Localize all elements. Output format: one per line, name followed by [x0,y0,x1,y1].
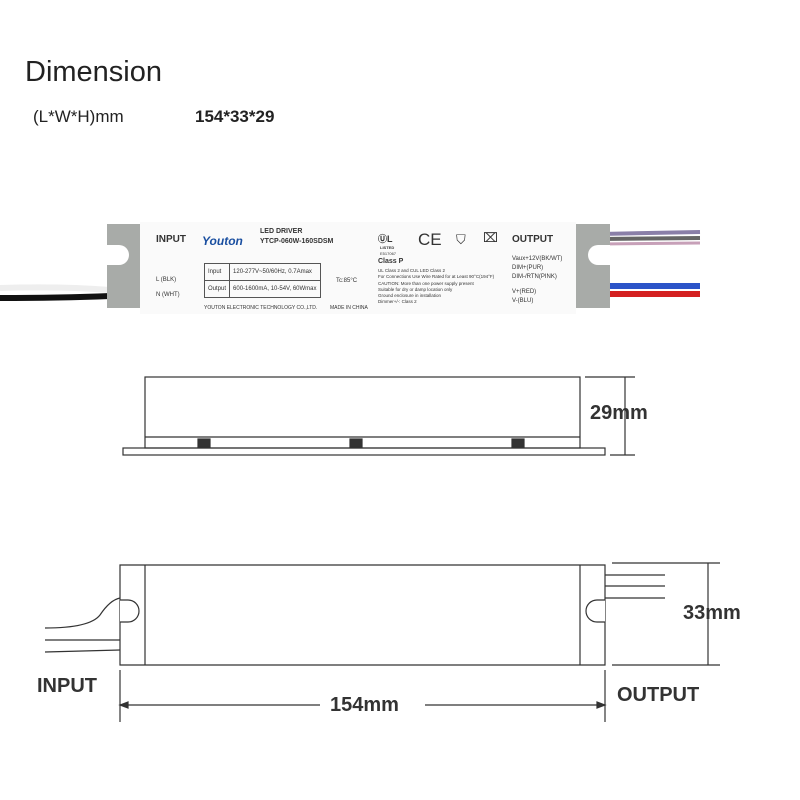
height-dimension-label: 29mm [590,402,648,424]
output-wires: Vaux+12V(BK/WT) DIM+(PUR) DIM-/RTN(PINK)… [512,255,562,306]
note: CAUTION: More than one power supply pres… [378,280,474,286]
output-side-label: OUTPUT [617,684,700,706]
top-view [44,562,720,722]
label-notes: UL Class 2 and CUL LED Class 2 For Conne… [378,268,494,306]
output-wire: V-(BLU) [512,298,534,304]
dimension-label: (L*W*H)mm [33,107,124,126]
output-wire: DIM+(PUR) [512,265,544,271]
label-output-title: OUTPUT [512,234,554,245]
cert-listed: LISTED [380,245,395,250]
cert-number: E517067 [380,251,397,256]
note: Suitable for dry or damp location only [378,286,453,292]
class-rating: Class P [378,258,404,265]
output-wire: DIM-/RTN(PINK) [512,274,557,280]
origin: MADE IN CHINA [330,305,368,311]
note: Ground enclosure in installation [378,293,442,299]
page-title: Dimension [25,56,162,88]
brand-logo: Youton [202,234,243,248]
product-label: INPUT Youton LED DRIVER YTCP-060W-160SDS… [140,222,576,314]
tc-rating: Tc:85°C [336,278,358,284]
product-type: LED DRIVER [260,228,303,235]
manufacturer: YOUTON ELECTRONIC TECHNOLOGY CO.,LTD. [204,305,318,311]
output-wire: V+(RED) [512,289,537,295]
weee-bin-icon: ⌧ [483,230,498,245]
side-view [122,376,635,456]
note: For Connections Use Wire Rated for at Le… [378,274,495,280]
input-wire-n: N (WHT) [156,292,180,298]
input-side-label: INPUT [37,675,97,697]
note: Dimmer+/-: Class 2 [378,299,417,305]
dimension-value: 154*33*29 [195,107,275,126]
width-dimension-label: 33mm [683,602,741,624]
shield-icon: ⛉ [456,232,466,247]
length-dimension-label: 154mm [330,694,399,716]
ce-icon: CE [418,230,442,249]
label-input-title: INPUT [156,234,186,245]
model-number: YTCP-060W-160SDSM [260,238,334,245]
spec-value: 600-1600mA, 10-54V, 60Wmax [229,280,321,298]
output-wire: Vaux+12V(BK/WT) [512,256,563,262]
spec-name: Output [203,280,231,298]
input-wire-l: L (BLK) [156,277,177,283]
note: UL Class 2 and CUL LED Class 2 [378,268,445,273]
ul-icon: ⓊL [378,234,393,244]
